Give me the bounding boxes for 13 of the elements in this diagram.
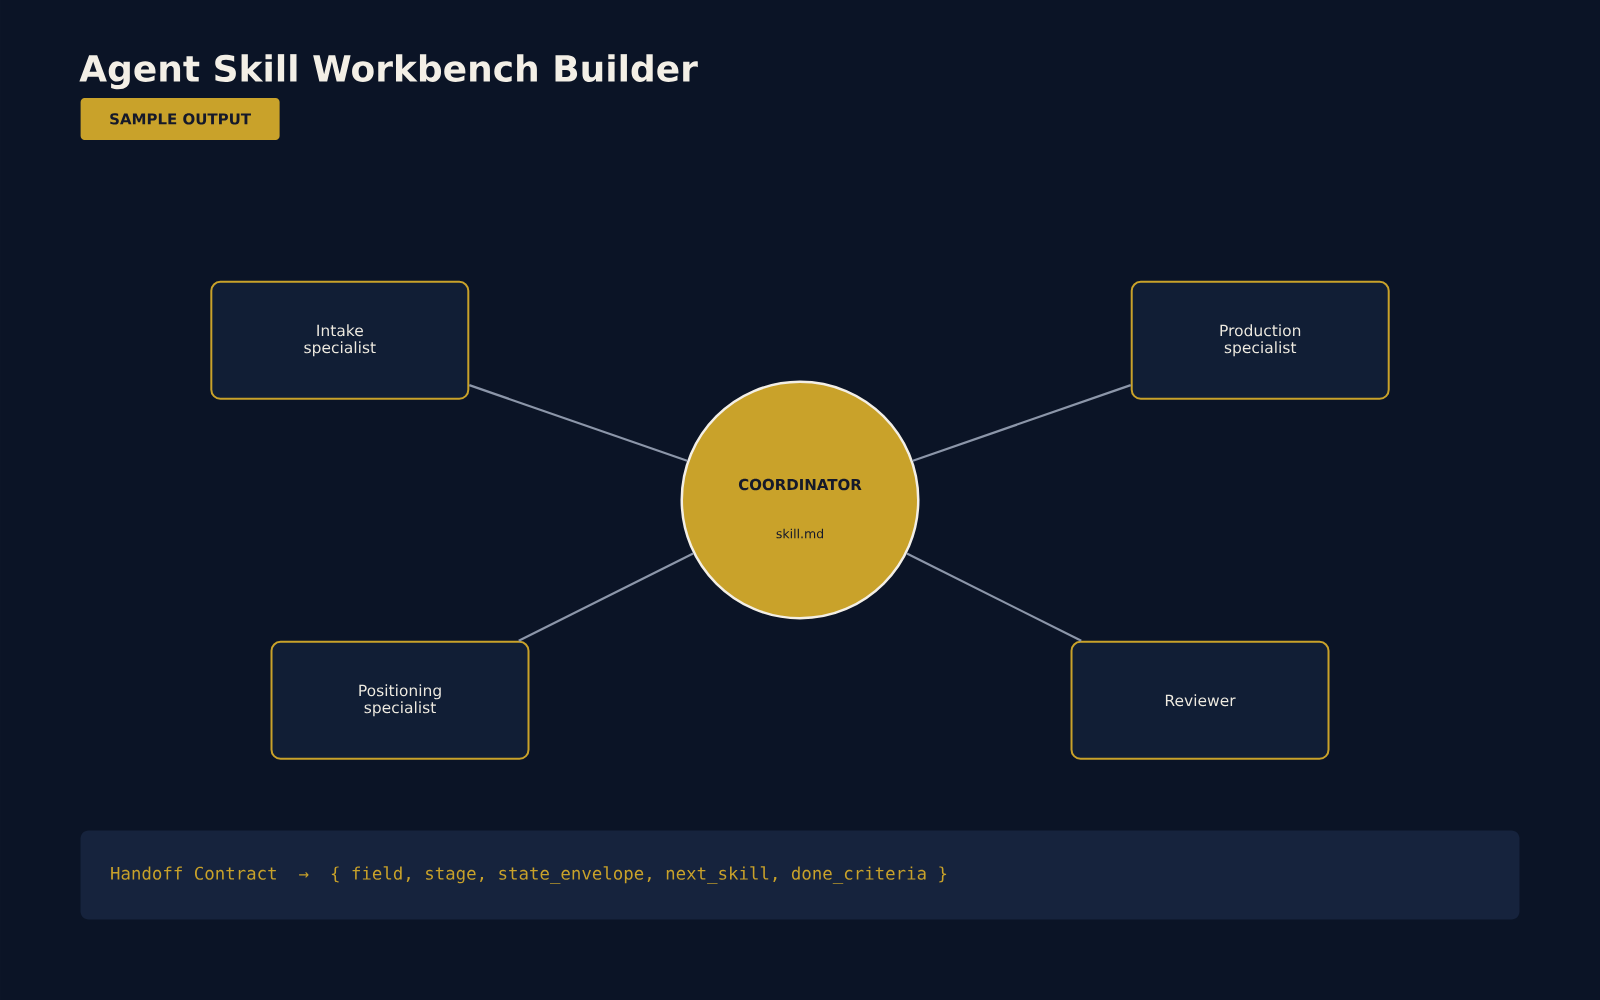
- process-box: Positioning specialist: [270, 640, 530, 760]
- process-box: Reviewer: [1070, 640, 1330, 760]
- node-title: COORDINATOR: [738, 478, 862, 491]
- process-box: Production specialist: [1130, 280, 1390, 400]
- connector-line: [906, 552, 1082, 642]
- code-banner: Handoff Contract → { field, stage, state_envelope, next_skill, done_criteria }: [80, 830, 1520, 920]
- badge: SAMPLE OUTPUT: [80, 97, 280, 140]
- process-box: Intake specialist: [210, 280, 470, 400]
- connector-line: [912, 384, 1132, 462]
- connector-line: [518, 552, 694, 642]
- connector-line: [468, 384, 688, 462]
- title: Agent Skill Workbench Builder: [79, 54, 698, 90]
- file-name: skill.md: [776, 528, 823, 539]
